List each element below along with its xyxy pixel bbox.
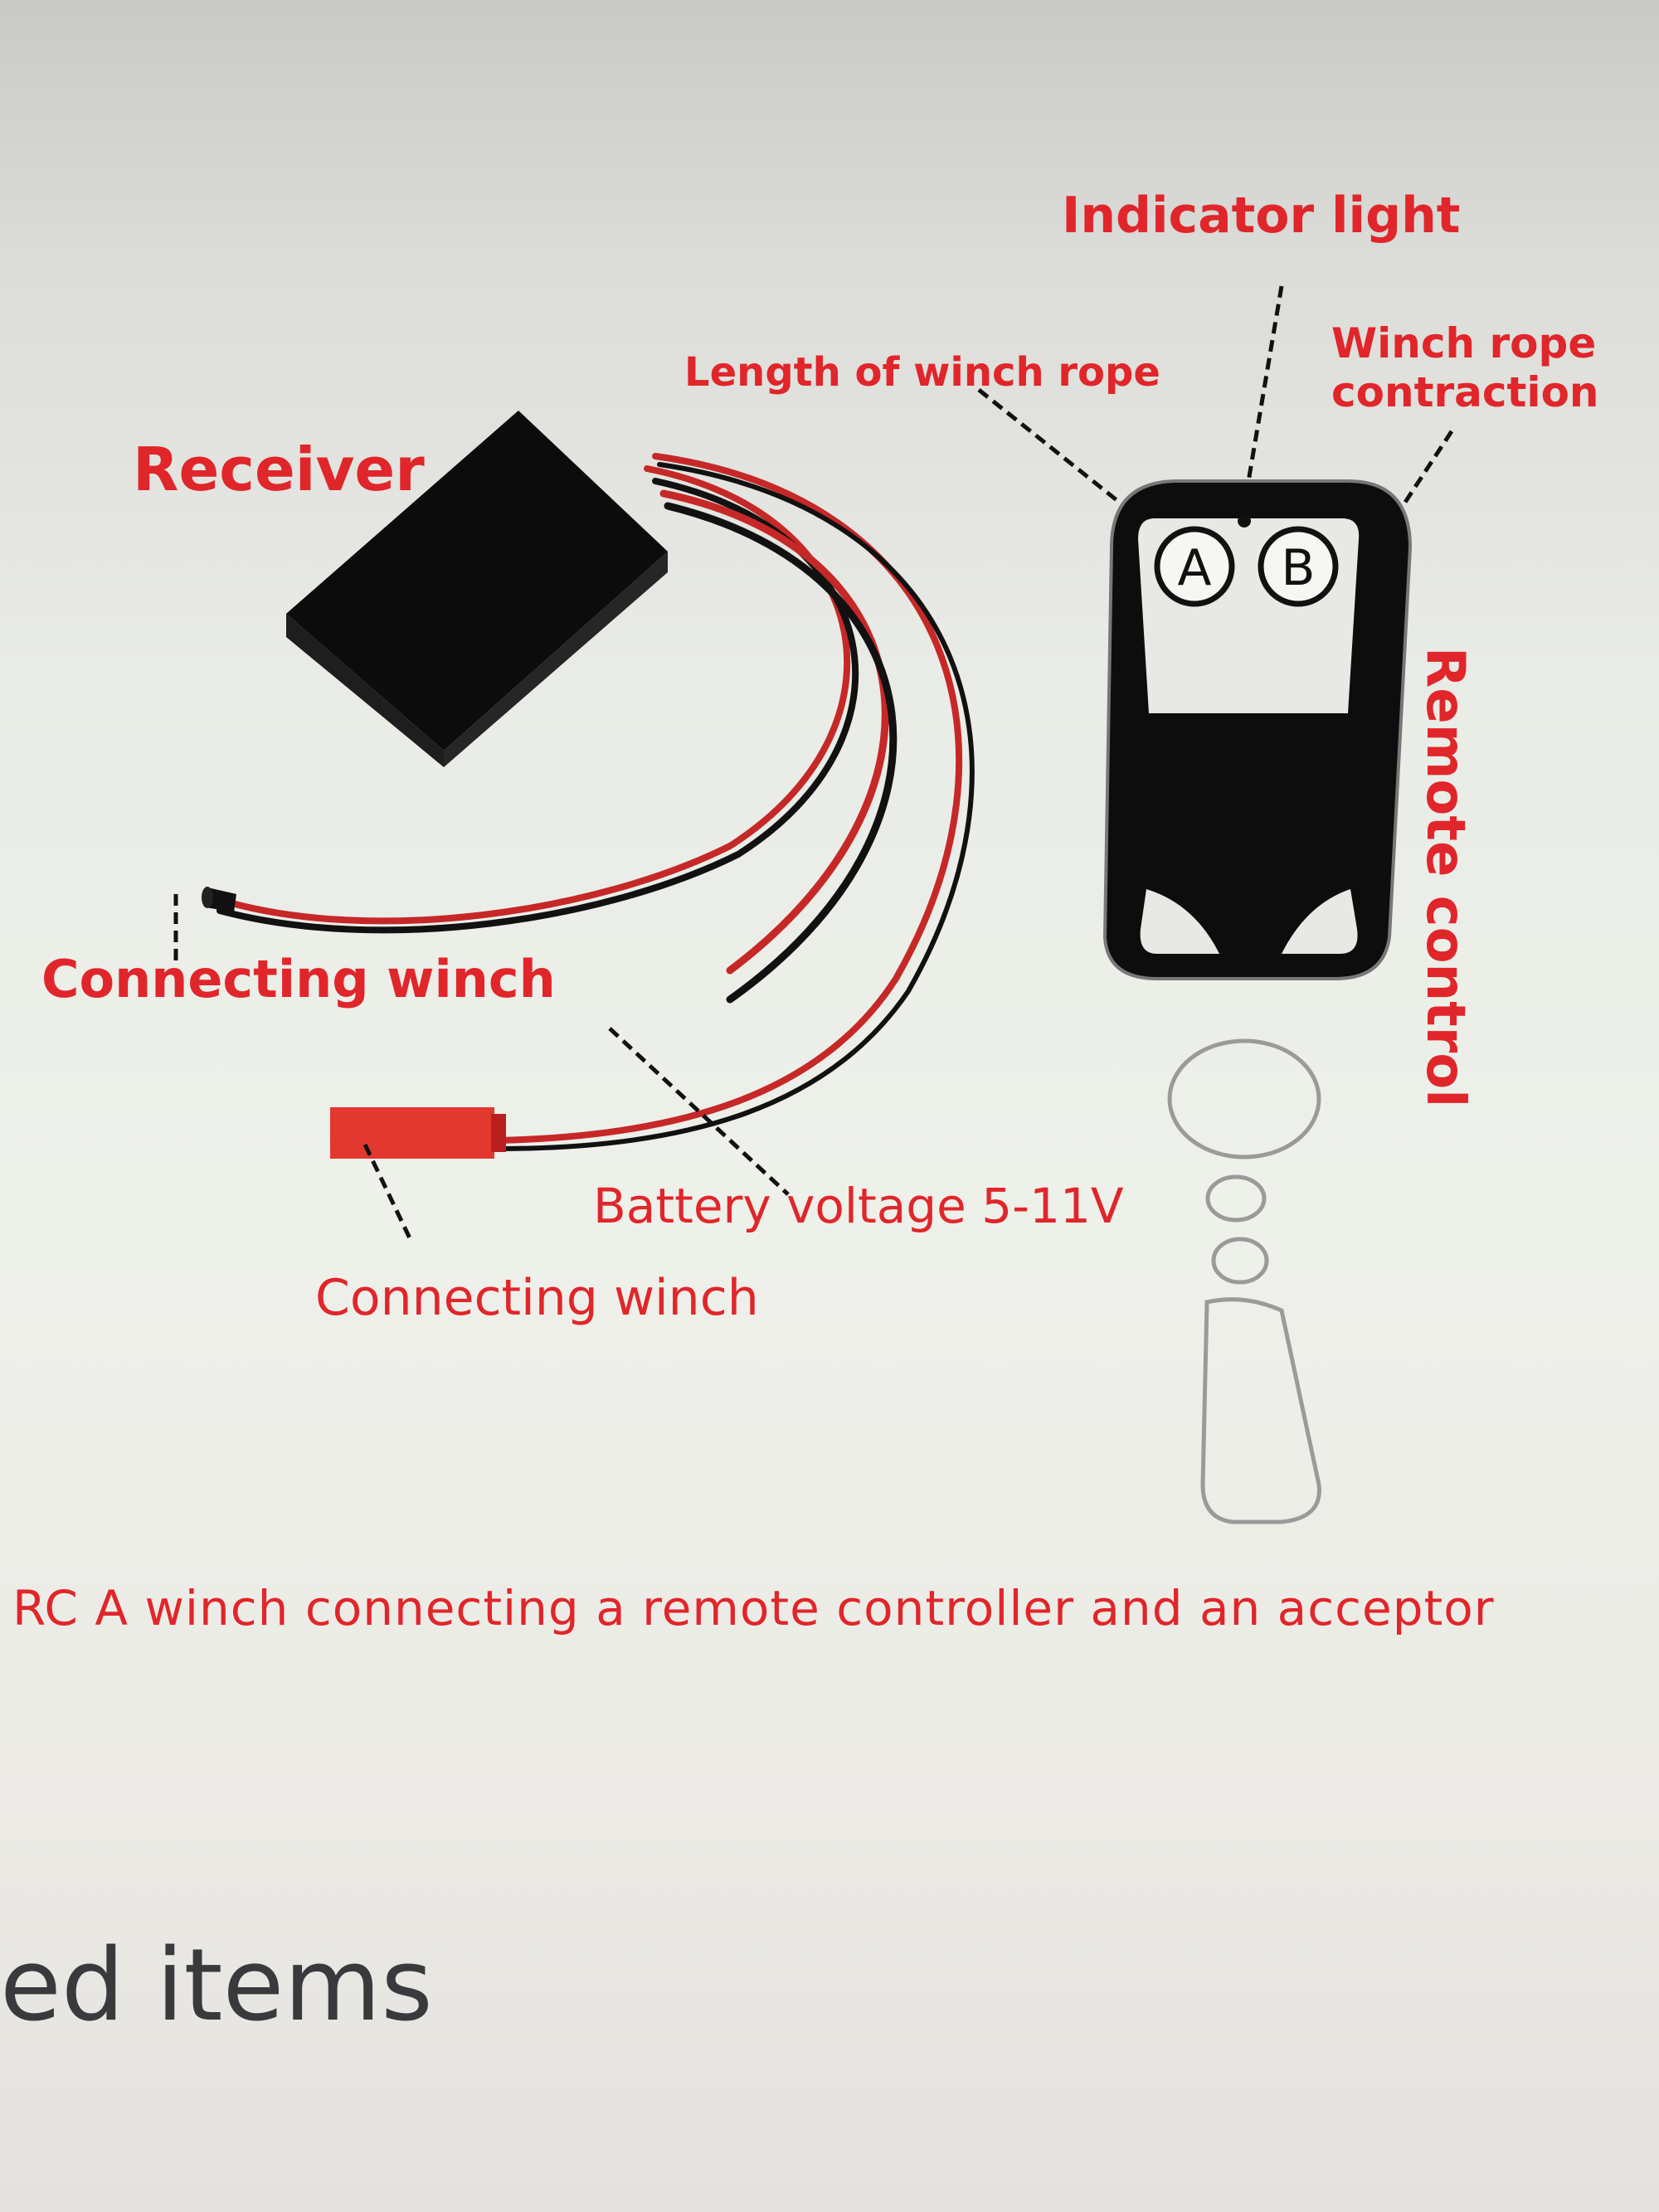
bullet-connector [202,887,236,912]
key-rings [1167,1038,1321,1524]
rope-contraction-label: Winch rope contraction [1331,319,1599,416]
remote-fob [1102,479,1413,980]
battery-voltage-label: Battery voltage 5-11V [593,1178,1124,1234]
red-plug-connector [330,1107,506,1159]
button-a: A [1177,539,1211,597]
button-b: B [1281,539,1315,597]
connecting-winch-label-1: Connecting winch [41,949,556,1009]
indicator-light-label: Indicator light [1062,187,1461,245]
rope-length-label: Length of winch rope [684,349,1160,396]
receiver-wires [216,453,975,1151]
receiver-box [286,411,668,767]
remote-control-label: Remote control [1414,647,1476,1108]
section-heading-fragment: ed items [0,1928,433,2044]
receiver-label: Receiver [133,435,425,504]
diagram-caption: RC A winch connecting a remote controlle… [12,1580,1495,1636]
connecting-winch-label-2: Connecting winch [315,1269,759,1327]
